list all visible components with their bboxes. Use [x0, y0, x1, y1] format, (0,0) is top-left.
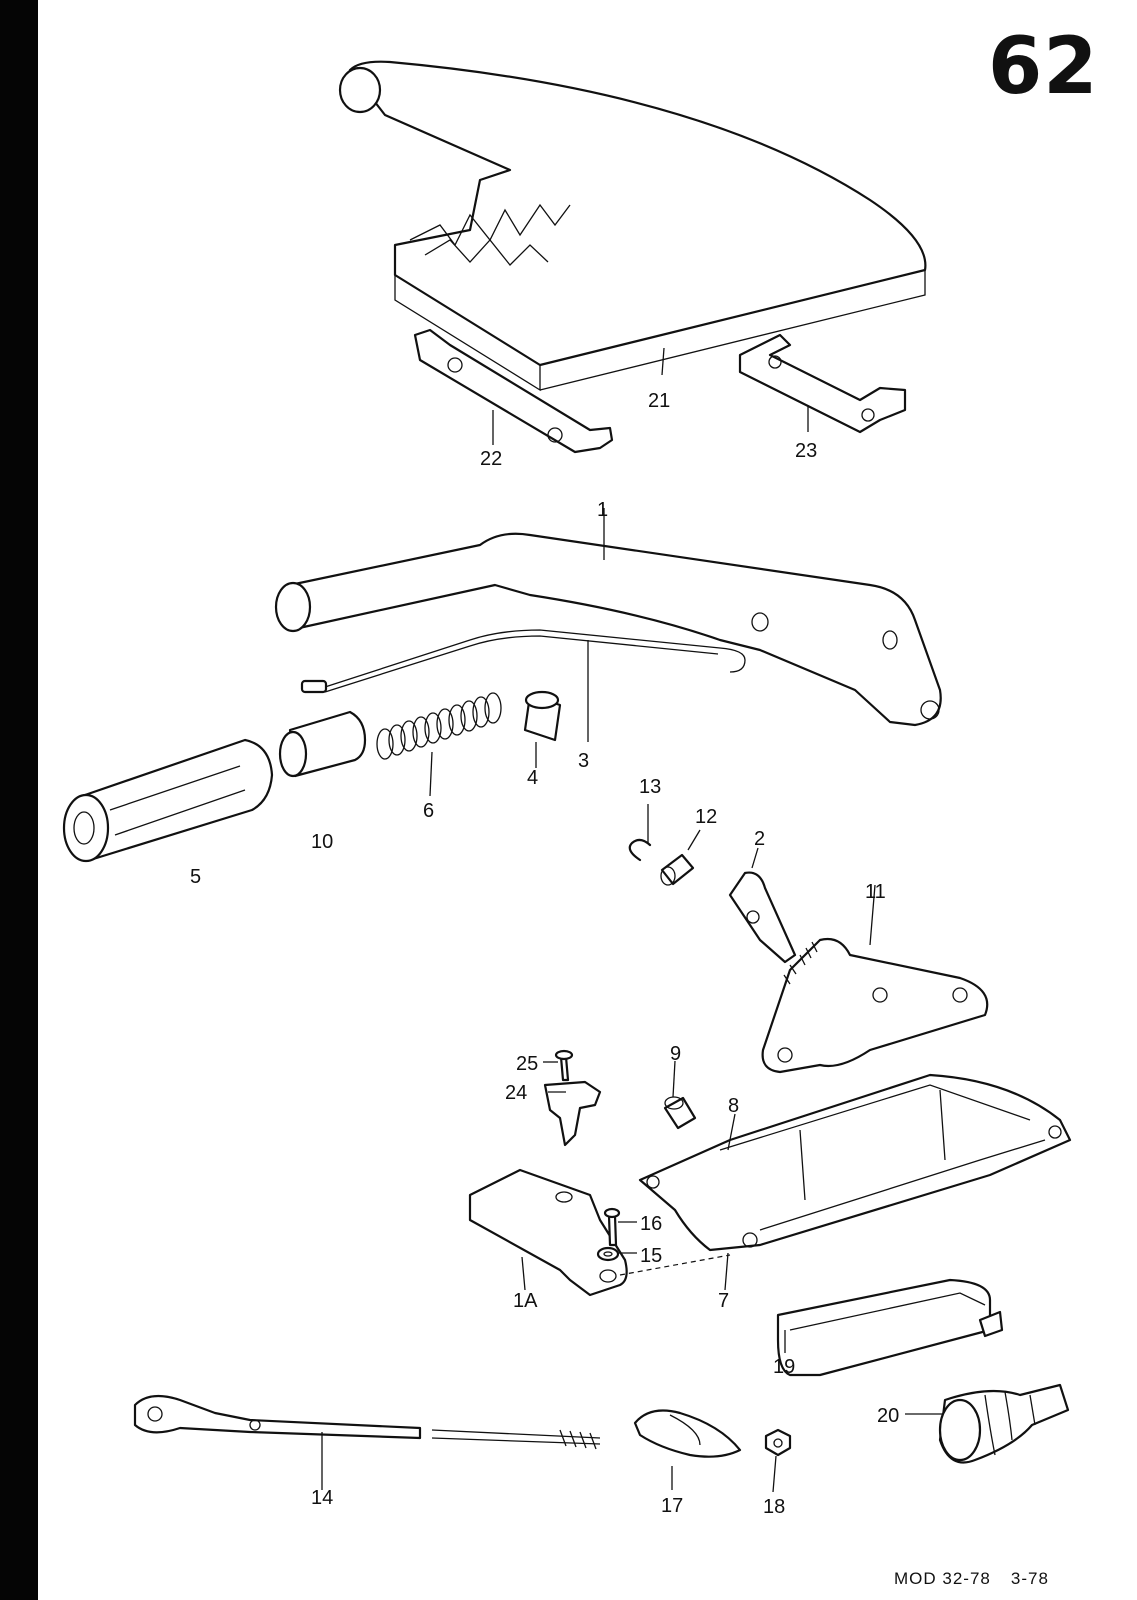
callout-10: 10 [311, 831, 333, 853]
callout-1: 1 [597, 499, 608, 521]
callout-16: 16 [640, 1213, 662, 1235]
callout-17: 17 [661, 1495, 683, 1517]
callout-11: 11 [865, 881, 886, 903]
callout-13: 13 [639, 776, 661, 798]
model-code: MOD 32-78 [894, 1569, 991, 1588]
callout-2: 2 [754, 828, 765, 850]
callout-20: 20 [877, 1405, 899, 1427]
callout-19: 19 [773, 1356, 795, 1378]
callout-9: 9 [670, 1043, 681, 1065]
part-24-switch [543, 1080, 602, 1147]
part-23-right-bracket [738, 333, 907, 434]
callout-7: 7 [718, 1290, 729, 1312]
part-3-push-rod [300, 629, 746, 694]
callout-23: 23 [795, 440, 817, 462]
part-2-pawl [728, 871, 797, 964]
page-number: 62 [988, 22, 1099, 112]
date-code: 3-78 [1010, 1569, 1049, 1588]
part-10-button-sleeve [278, 710, 367, 778]
part-11-ratchet-segment [761, 937, 989, 1074]
part-22-left-bracket [413, 328, 614, 454]
part-13-clip [628, 838, 652, 862]
part-1-handbrake-lever [274, 532, 942, 727]
callout-14: 14 [311, 1487, 333, 1509]
callout-1A: 1A [513, 1290, 538, 1312]
part-16-bolt [603, 1207, 621, 1247]
callout-21: 21 [648, 390, 670, 412]
part-5-grip [62, 738, 274, 863]
part-8-housing [638, 1073, 1072, 1252]
callout-5: 5 [190, 866, 201, 888]
callout-25: 25 [516, 1053, 538, 1075]
footer: MOD 32-78 3-78 [894, 1569, 1069, 1589]
part-21-lever-cover [338, 60, 927, 392]
callout-24: 24 [505, 1082, 527, 1104]
part-20-rubber-boot [938, 1383, 1070, 1464]
part-14-cable [133, 1394, 601, 1450]
callout-18: 18 [763, 1496, 785, 1518]
part-15-washer [596, 1246, 620, 1262]
callout-22: 22 [480, 448, 502, 470]
part-1A-mounting-bracket [468, 1168, 628, 1297]
part-18-nut [764, 1428, 792, 1457]
part-19-cover-plate [776, 1278, 1004, 1377]
leader-lines [321, 347, 942, 1493]
callout-6: 6 [423, 800, 434, 822]
part-12-pin [660, 853, 695, 886]
part-6-spring [376, 692, 502, 760]
part-9-pin [663, 1096, 697, 1130]
callout-4: 4 [527, 767, 538, 789]
part-4-bush [523, 690, 562, 742]
callout-labels: 21 22 23 1 3 4 6 13 12 2 10 5 11 9 25 24… [190, 390, 899, 1518]
scan-edge-bar [0, 0, 38, 1600]
callout-15: 15 [640, 1245, 662, 1267]
callout-3: 3 [578, 750, 589, 772]
part-17-retaining-clip [633, 1409, 742, 1458]
part-25-screw [554, 1049, 574, 1082]
callout-8: 8 [728, 1095, 739, 1117]
callout-12: 12 [695, 806, 717, 828]
